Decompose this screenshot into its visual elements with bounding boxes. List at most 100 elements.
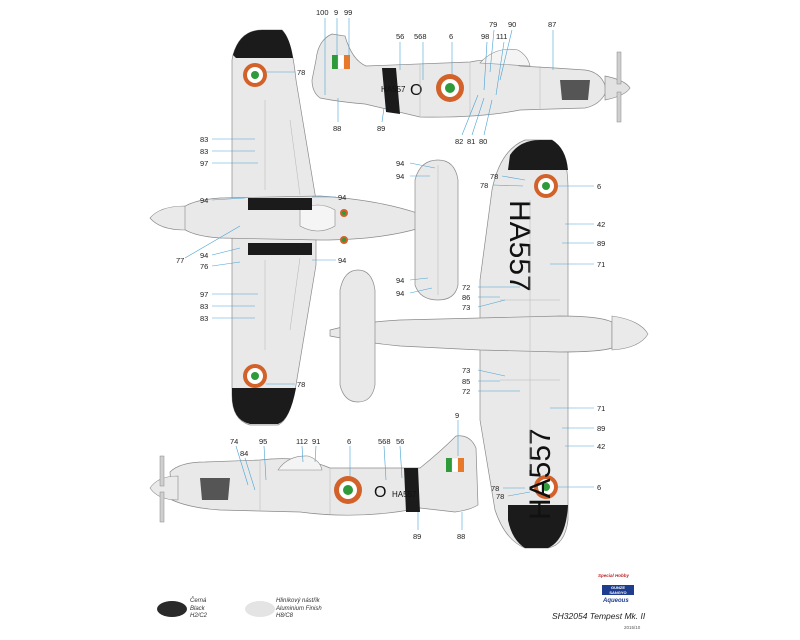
callout: 94 [396,276,404,285]
callout: 111 [496,32,507,41]
callout: 84 [240,449,248,458]
roundel-wing-top-left-a [243,63,267,87]
roundel-fuselage-top [436,74,464,102]
roundel-underwing-b [534,475,558,499]
serial-side-bottom: HA557 [392,490,417,499]
bottom-view-undersurface: HA557 HA557 [329,139,649,549]
callout: 74 [230,437,238,446]
swatch-black [157,601,187,617]
callout: 83 [200,147,208,156]
side-view-top: HA557 O [311,33,631,123]
callout: 89 [597,424,605,433]
callout: 77 [176,256,184,265]
product-title-text: SH32054 Tempest Mk. II [552,611,646,621]
serial-underwing-a: HA557 [503,200,536,292]
fin-flash-green [332,55,338,69]
callout: 9 [455,411,459,420]
tailplane-top [414,159,459,301]
callout: 89 [597,239,605,248]
callout: 9 [334,8,338,17]
callout: 100 [316,8,329,17]
callout: 6 [449,32,453,41]
callout: 73 [462,303,470,312]
callout: 97 [200,159,208,168]
logo-aqueous-text: Aqueous [603,598,629,604]
callout: 89 [413,532,421,541]
callout: 56 [396,437,404,446]
callout: 82 [455,137,463,146]
callout: 79 [489,20,497,29]
roundel-underwing-a [534,174,558,198]
callout: 78 [297,380,305,389]
callout: 94 [396,159,404,168]
callout: 56 [396,32,404,41]
callout: 6 [597,483,601,492]
callout: 88 [457,532,465,541]
callout: 6 [347,437,351,446]
callout: 76 [200,262,208,271]
serial-underwing-b: HA557 [524,428,557,520]
legend-black-cz: Černá [190,598,207,604]
callout: 91 [312,437,320,446]
legend-aluminium: Hliníkový nástřik Aluminium Finish H8/C8 [276,598,322,621]
callout: 568 [378,437,391,446]
legend-black-en: Black [190,605,205,612]
logo-gunze: GUNZE SANGYO [602,585,634,595]
callout-numbers: 100 9 99 56 568 6 79 90 98 111 87 88 89 … [176,8,605,541]
callout: 89 [377,124,385,133]
legend-aluminium-code: H8/C8 [276,613,294,619]
callout: 6 [597,182,601,191]
logo-aqueous: Aqueous [603,598,629,604]
callout: 568 [414,32,427,41]
callout: 88 [333,124,341,133]
product-title: SH32054 Tempest Mk. II [552,611,645,621]
callout: 42 [597,442,605,451]
callout: 87 [548,20,556,29]
roundel-fuselage-bottom [334,476,362,504]
callout: 94 [200,196,208,205]
callout: 78 [496,492,504,501]
date-code-text: 2015/10 [624,625,641,630]
callout: 73 [462,366,470,375]
callout: 98 [481,32,489,41]
callout: 42 [597,220,605,229]
callout: 95 [259,437,267,446]
callout: 83 [200,302,208,311]
callout: 72 [462,387,470,396]
callout: 81 [467,137,475,146]
legend-aluminium-cz: Hliníkový nástřik [276,598,320,604]
callout: 86 [462,293,470,302]
callout: 112 [296,437,308,446]
logo-special-hobby: Special Hobby [598,573,638,583]
callout: 72 [462,283,470,292]
leader-lines [184,18,594,530]
callout: 83 [200,314,208,323]
callout: 83 [200,135,208,144]
callout: 94 [396,172,404,181]
swatch-aluminium [245,601,275,617]
callout: 99 [344,8,352,17]
date-code: 2015/10 [624,625,640,630]
code-letter-side-top: O [410,82,422,99]
top-view-upper-surface [149,29,431,426]
callout: 78 [480,181,488,190]
logo-gunze-text: GUNZE SANGYO [609,585,627,595]
callout: 71 [597,404,605,413]
callout: 97 [200,290,208,299]
serial-side-top: HA557 [381,85,406,94]
callout: 94 [338,256,346,265]
legend-black-code: H2/C2 [190,613,208,619]
callout: 78 [491,484,499,493]
roundel-wing-top-left-b [243,364,267,388]
callout: 71 [597,260,605,269]
callout: 94 [200,251,208,260]
logo-special-hobby-text: Special Hobby [598,573,630,578]
callout: 94 [338,193,346,202]
callout: 94 [396,289,404,298]
code-letter-side-bottom: O [374,484,386,501]
callout: 78 [297,68,305,77]
legend-black: Černá Black H2/C2 [190,598,207,621]
callout: 80 [479,137,487,146]
side-view-bottom: O HA557 [149,435,479,523]
callout: 85 [462,377,470,386]
